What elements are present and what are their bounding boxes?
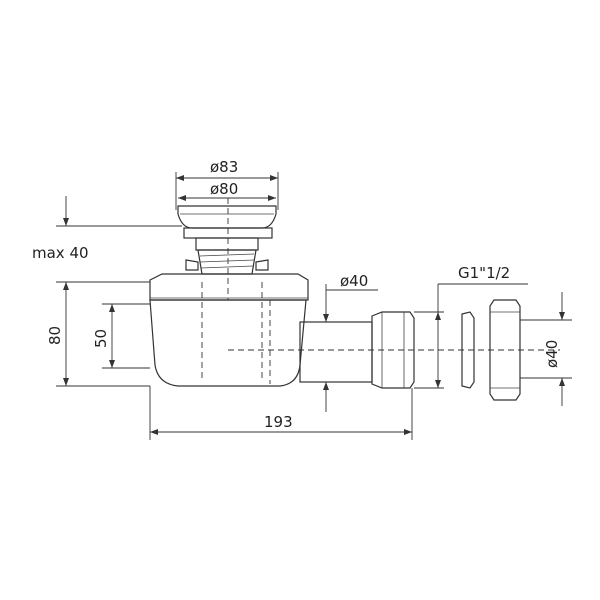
label-h50: 50 (92, 329, 110, 348)
dimension-width-193: 193 (149, 386, 413, 440)
label-w193: 193 (264, 413, 293, 431)
label-pipe-d40: ø40 (340, 272, 368, 290)
end-fittings (461, 299, 521, 401)
end-nut (489, 299, 521, 401)
plug-cap (177, 205, 277, 229)
pipe-section (299, 321, 373, 383)
outlet-pipe (228, 311, 560, 389)
dimension-height-50: 50 (92, 303, 150, 369)
body-lid (149, 273, 309, 301)
siphon-body (149, 273, 309, 387)
clip-right (255, 259, 269, 271)
dimension-thread: G1"1/2 (414, 264, 528, 389)
label-d83: ø83 (210, 158, 238, 176)
drain-plug (177, 198, 277, 300)
dimension-height-80: 80 (46, 281, 150, 387)
dimension-end-d40: ø40 (520, 292, 572, 406)
clip-left (185, 259, 199, 271)
dimension-max40: max 40 (32, 196, 182, 262)
label-end-d40: ø40 (543, 340, 561, 368)
label-max40: max 40 (32, 244, 89, 262)
label-d80: ø80 (210, 180, 238, 198)
dimension-diameter-top: ø83 ø80 (175, 158, 279, 210)
threaded-stem (197, 249, 257, 275)
pipe-nut (371, 311, 415, 389)
label-h80: 80 (46, 326, 64, 345)
body-cup (149, 299, 307, 387)
seal-ring (461, 311, 475, 389)
label-thread: G1"1/2 (458, 264, 510, 282)
dimension-pipe-d40: ø40 (323, 272, 378, 412)
